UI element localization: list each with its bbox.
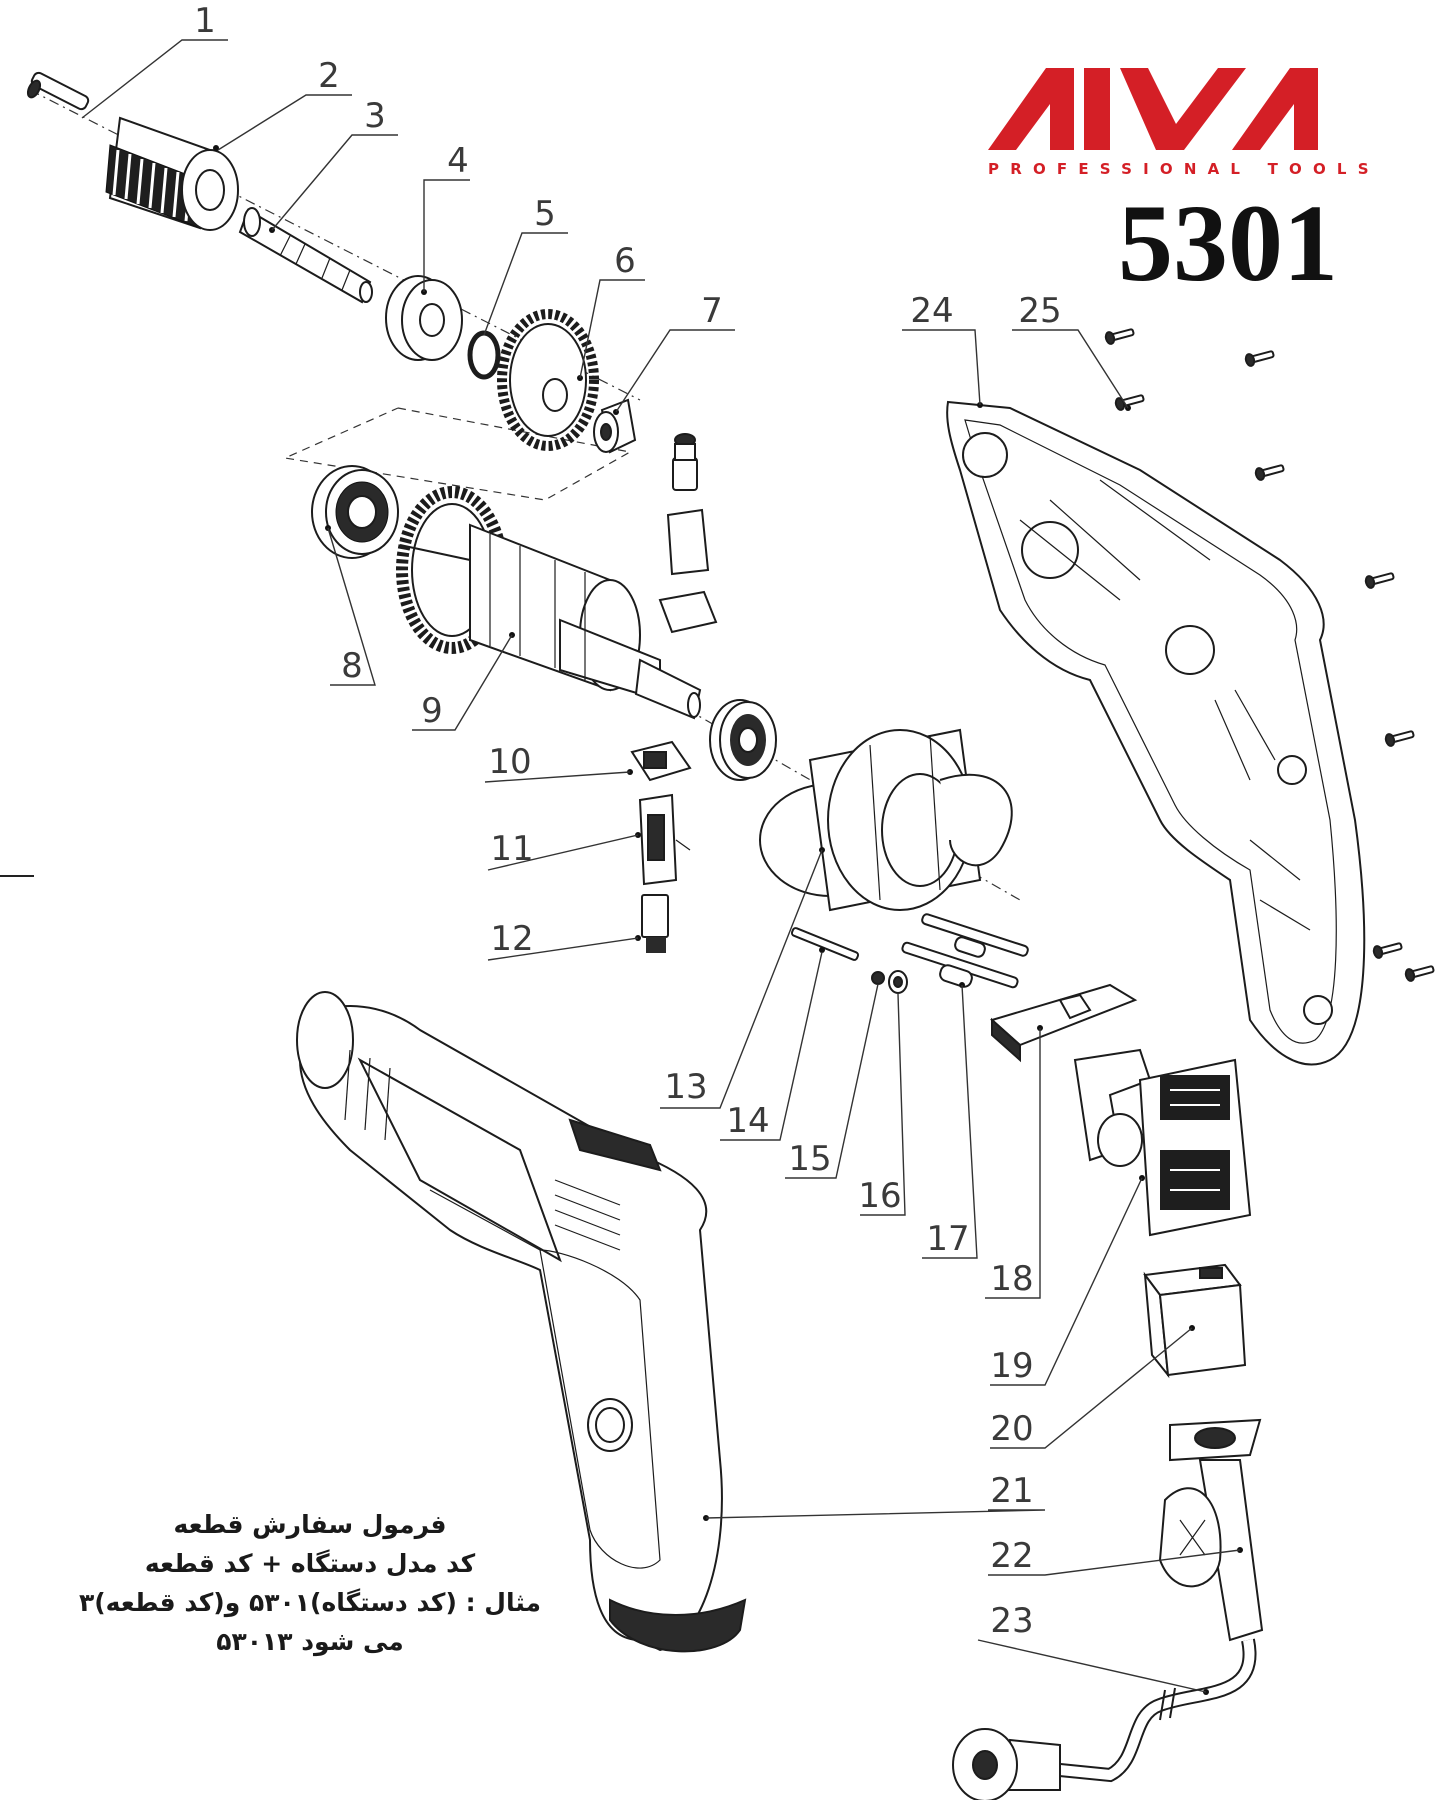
label-part-12: 12 — [490, 919, 533, 959]
brand-tagline: PROFESSIONAL TOOLS — [988, 160, 1380, 178]
brush-set-upper — [658, 433, 718, 634]
logo-letterforms — [988, 68, 1318, 150]
label-part-17: 17 — [926, 1219, 969, 1259]
label-part-8: 8 — [341, 646, 363, 686]
label-part-21: 21 — [990, 1471, 1033, 1511]
edge-tick-mark — [0, 875, 34, 877]
part-20-capacitor — [1143, 1263, 1247, 1379]
label-part-16: 16 — [858, 1176, 901, 1216]
part-24-housing-half — [946, 400, 1366, 1066]
formula-rule: کد مدل دستگاه + کد قطعه — [144, 1549, 476, 1578]
part-1-screw — [26, 71, 90, 111]
aiva-logo-icon — [988, 68, 1318, 150]
formula-title: فرمول سفارش قطعه — [173, 1510, 447, 1539]
formula-result: می شود ۵۳۰۱۳ — [216, 1627, 404, 1656]
part-15-small-nut — [871, 971, 885, 985]
label-part-23: 23 — [990, 1601, 1033, 1641]
label-part-13: 13 — [664, 1067, 707, 1107]
part-22-cord-guard — [1158, 1418, 1264, 1642]
part-4-washer — [385, 275, 463, 361]
formula-example: مثال : (کد دستگاه)۵۳۰۱ و(کد قطعه)۳ — [78, 1588, 542, 1617]
label-part-25: 25 — [1018, 291, 1061, 331]
label-part-3: 3 — [364, 96, 386, 136]
part-number-labels: 1 2 3 4 5 6 7 8 9 10 11 12 13 14 15 16 1… — [194, 1, 1061, 1641]
order-formula-note: فرمول سفارش قطعه کد مدل دستگاه + کد قطعه… — [50, 1505, 570, 1661]
part-8-bearing — [311, 465, 399, 559]
label-part-14: 14 — [726, 1101, 769, 1141]
label-part-7: 7 — [701, 291, 723, 331]
part-12-carbon-brush — [635, 894, 669, 953]
label-part-19: 19 — [990, 1346, 1033, 1386]
part-3-spindle — [238, 207, 373, 304]
part-21-drill-housing — [296, 991, 747, 1653]
part-11-brush-holder — [635, 793, 691, 886]
label-part-6: 6 — [614, 241, 636, 281]
label-part-20: 20 — [990, 1409, 1033, 1449]
part-9-armature — [396, 486, 702, 720]
part-6-gear — [497, 309, 599, 451]
label-part-24: 24 — [910, 291, 953, 331]
label-part-5: 5 — [534, 194, 556, 234]
brand-block: PROFESSIONAL TOOLS — [988, 64, 1369, 178]
part-18-switch-cover — [989, 983, 1138, 1063]
leader-lines — [81, 39, 1241, 1693]
label-part-22: 22 — [990, 1536, 1033, 1576]
part-23-power-cord — [952, 1638, 1257, 1800]
assembly-group-dashed-frame — [282, 407, 632, 501]
part-2-chuck — [105, 116, 239, 231]
motor-rear-bearing — [709, 699, 777, 781]
label-part-11: 11 — [490, 829, 533, 869]
model-number: 5301 — [1118, 182, 1338, 304]
label-part-9: 9 — [421, 691, 443, 731]
part-13-stator — [759, 728, 1013, 912]
label-part-2: 2 — [318, 56, 340, 96]
label-part-4: 4 — [447, 141, 469, 181]
label-part-15: 15 — [788, 1139, 831, 1179]
part-7-bushing — [593, 398, 637, 454]
part-25-screws — [1104, 328, 1435, 982]
part-5-circlip — [467, 330, 501, 380]
part-17-terminal-set — [901, 913, 1029, 989]
label-part-10: 10 — [488, 742, 531, 782]
part-14-pin — [790, 927, 860, 961]
label-part-18: 18 — [990, 1259, 1033, 1299]
part-10-brush-cap — [627, 740, 692, 782]
part-16-nut — [888, 970, 908, 994]
label-part-1: 1 — [194, 1, 216, 41]
part-19-trigger-switch — [1073, 1048, 1252, 1237]
